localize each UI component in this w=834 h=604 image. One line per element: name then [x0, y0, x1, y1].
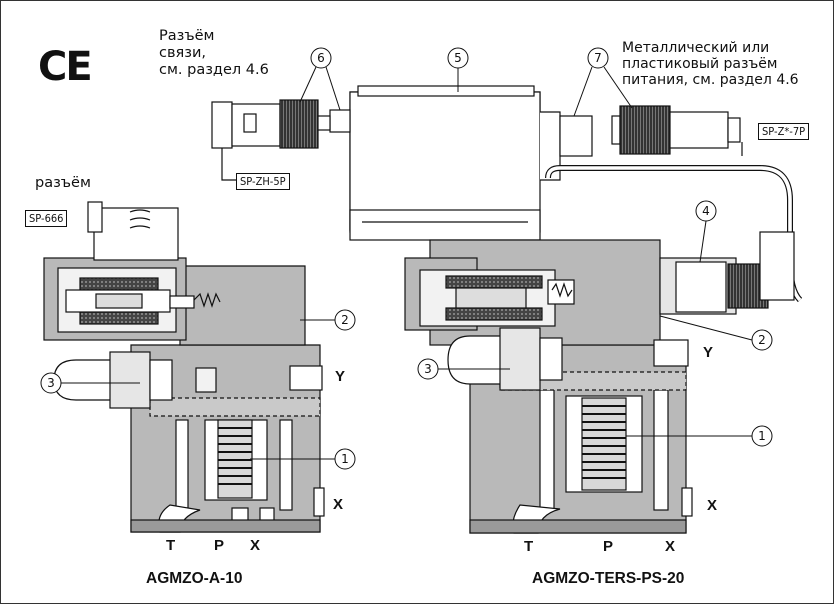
- right-port-x-side: X: [707, 497, 718, 514]
- right-model-name: AGMZO-TERS-PS-20: [532, 570, 685, 587]
- callout-4: 4: [702, 204, 710, 218]
- comm-label-line2: связи,: [159, 45, 206, 61]
- connector-label: разъём: [35, 175, 91, 191]
- ce-mark: CE: [38, 44, 93, 90]
- callout-5: 5: [454, 51, 462, 65]
- left-valve: [43, 201, 325, 533]
- right-port-p: P: [603, 538, 614, 555]
- code-sp-666: SP-666: [25, 210, 68, 227]
- left-port-x-side: X: [333, 496, 344, 513]
- power-label-line2: пластиковый разъём: [622, 56, 778, 72]
- comm-label-line3: см. раздел 4.6: [159, 62, 269, 78]
- left-port-x-bottom: X: [250, 537, 261, 554]
- right-port-y: Y: [703, 344, 714, 361]
- callout-2-right: 2: [758, 333, 766, 347]
- power-connector: [611, 105, 743, 156]
- callout-3-right: 3: [424, 362, 432, 376]
- callout-1-right: 1: [758, 429, 766, 443]
- callout-3-left: 3: [47, 376, 55, 390]
- left-port-y: Y: [335, 368, 346, 385]
- power-label-line1: Металлический или: [622, 40, 770, 56]
- callout-7: 7: [594, 51, 602, 65]
- right-port-x-bottom: X: [665, 538, 676, 555]
- left-model-name: AGMZO-A-10: [146, 570, 243, 587]
- power-label-line3: питания, см. раздел 4.6: [622, 72, 799, 88]
- callouts: [40, 47, 773, 470]
- callout-6: 6: [317, 51, 325, 65]
- callout-1-left: 1: [341, 452, 349, 466]
- comm-label-line1: Разъём: [159, 28, 215, 44]
- callout-numbers: 5 6 7 4 2 2 3 3 1 1: [47, 51, 766, 466]
- left-port-t: T: [166, 537, 176, 554]
- electronics-housing: [329, 85, 593, 241]
- code-sp-zh-5p: SP-ZH-5P: [236, 173, 290, 190]
- right-valve: [404, 231, 795, 534]
- code-sp-z-7p: SP-Z*-7P: [758, 123, 810, 140]
- comm-connector: [211, 99, 331, 181]
- callout-2-left: 2: [341, 313, 349, 327]
- right-port-t: T: [524, 538, 534, 555]
- left-port-p: P: [214, 537, 225, 554]
